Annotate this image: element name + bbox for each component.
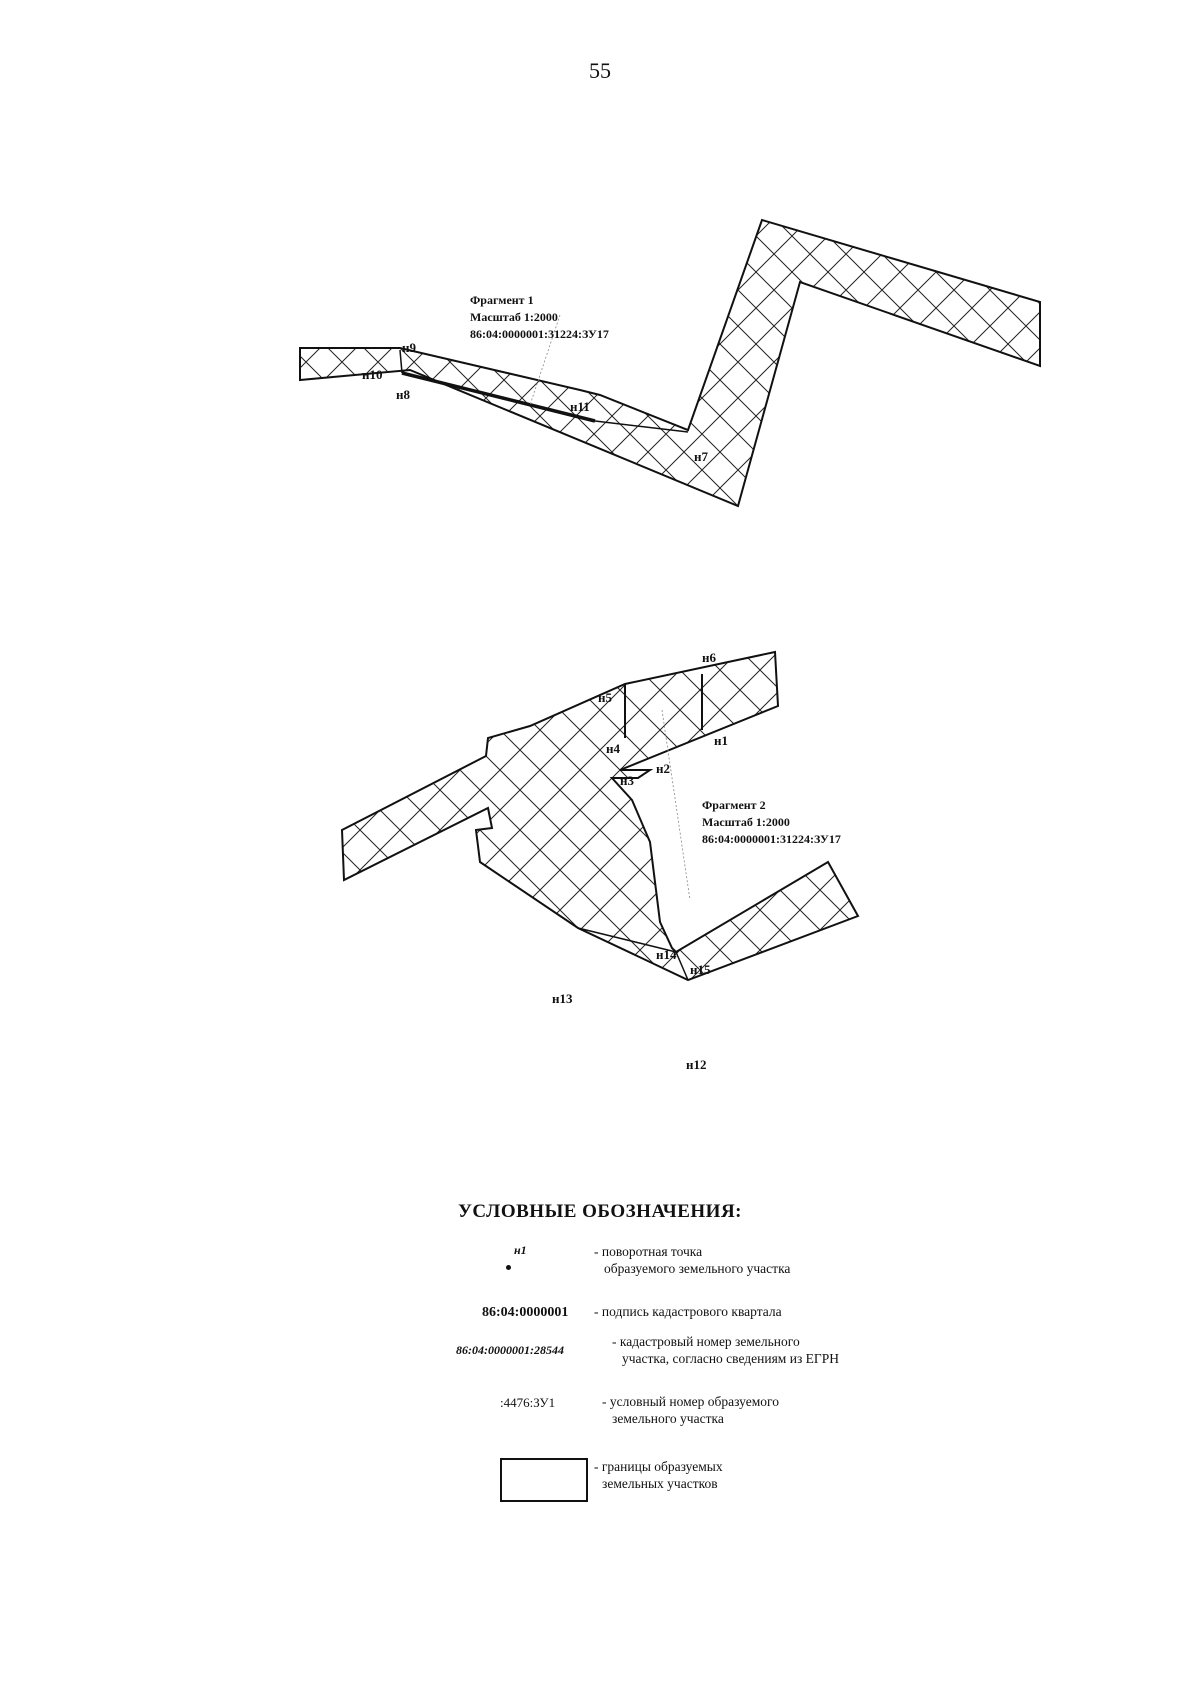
point-label: н9 xyxy=(402,340,416,355)
legend-symbol: 86:04:0000001:28544 xyxy=(456,1343,564,1357)
legend-description: - поворотная точка образуемого земельног… xyxy=(594,1244,791,1276)
legend-symbol: н1 xyxy=(514,1243,527,1257)
point-label: н7 xyxy=(694,449,708,464)
legend-description: - границы образуемых земельных участков xyxy=(594,1459,723,1491)
legend-description: - условный номер образуемого земельного … xyxy=(602,1394,779,1426)
fragment-2-label: Фрагмент 2 Масштаб 1:2000 86:04:0000001:… xyxy=(702,797,841,848)
boundary-box-icon xyxy=(500,1458,588,1502)
point-label: н11 xyxy=(570,399,590,414)
point-label: н12 xyxy=(686,1057,707,1072)
point-marker-icon xyxy=(506,1265,511,1270)
fragment-1-map xyxy=(299,218,1041,508)
point-label: н8 xyxy=(396,387,410,402)
legend-description: - кадастровый номер земельного участка, … xyxy=(612,1334,839,1366)
fragment-1-title: Фрагмент 1 xyxy=(470,293,534,307)
legend-description: - подпись кадастрового квартала xyxy=(594,1304,782,1319)
fragment-2-scale: Масштаб 1:2000 xyxy=(702,815,790,829)
fragment-2-title: Фрагмент 2 xyxy=(702,798,766,812)
point-label: н6 xyxy=(702,650,716,665)
fragment-2-cadastral: 86:04:0000001:31224:ЗУ17 xyxy=(702,832,841,846)
page-number: 55 xyxy=(589,58,611,83)
point-label: н2 xyxy=(656,761,670,776)
point-label: н15 xyxy=(690,962,711,977)
parcel-strip-1 xyxy=(299,218,1041,508)
legend-symbol: 86:04:0000001 xyxy=(482,1305,569,1320)
parcel-strip-2 xyxy=(340,650,860,982)
fragment-1-label: Фрагмент 1 Масштаб 1:2000 86:04:0000001:… xyxy=(470,292,609,343)
point-label: н4 xyxy=(606,741,620,756)
fragment-2-map xyxy=(340,650,860,982)
point-label: н5 xyxy=(598,690,612,705)
legend-title: УСЛОВНЫЕ ОБОЗНАЧЕНИЯ: xyxy=(457,1201,742,1222)
point-label: н14 xyxy=(656,947,677,962)
point-label: н3 xyxy=(620,773,634,788)
legend-symbol: :4476:ЗУ1 xyxy=(500,1395,556,1410)
boundary-segment xyxy=(401,371,596,423)
fragment-1-scale: Масштаб 1:2000 xyxy=(470,310,558,324)
point-label: н1 xyxy=(714,733,728,748)
point-label: н13 xyxy=(552,991,573,1006)
leader-line xyxy=(661,709,691,901)
point-label: н10 xyxy=(362,367,383,382)
fragment-1-cadastral: 86:04:0000001:31224:ЗУ17 xyxy=(470,327,609,341)
